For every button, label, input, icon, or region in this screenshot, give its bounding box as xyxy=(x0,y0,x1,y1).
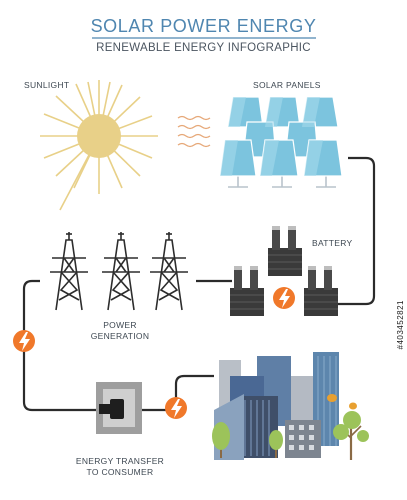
page-title: SOLAR POWER ENERGY xyxy=(90,16,317,36)
label-sunlight: SUNLIGHT xyxy=(24,80,70,90)
label-energy-transfer-line2: TO CONSUMER xyxy=(86,467,154,477)
battery-left xyxy=(230,266,264,316)
label-power-generation-line1: POWER xyxy=(103,320,137,330)
label-power-generation: POWER GENERATION xyxy=(90,320,150,342)
label-energy-transfer: ENERGY TRANSFER TO CONSUMER xyxy=(70,456,170,478)
bolt-icon-battery xyxy=(273,287,295,309)
heat-waves-icon xyxy=(177,115,211,148)
label-battery: BATTERY xyxy=(312,238,353,248)
solar-panels-icon xyxy=(219,96,343,188)
trees-icon xyxy=(212,411,369,460)
power-outlet-icon xyxy=(96,382,142,434)
pylon-1 xyxy=(50,232,88,311)
sun-icon xyxy=(40,80,158,211)
label-energy-transfer-line1: ENERGY TRANSFER xyxy=(75,456,165,466)
wire-panels-battery xyxy=(338,156,376,306)
bolt-icon-consumer xyxy=(165,397,187,419)
birds-icon xyxy=(327,394,357,410)
label-power-generation-line2: GENERATION xyxy=(90,331,150,341)
bolt-icon-grid xyxy=(13,330,35,352)
page-subtitle: RENEWABLE ENERGY INFOGRAPHIC xyxy=(96,42,311,54)
stock-id-watermark: #403452821 xyxy=(396,300,405,350)
pylon-2 xyxy=(102,232,140,311)
battery-bank-icon xyxy=(230,226,338,316)
pylon-3 xyxy=(150,232,188,311)
power-pylons-icon xyxy=(50,232,188,311)
battery-top xyxy=(268,226,302,276)
label-solar-panels: SOLAR PANELS xyxy=(253,80,321,90)
battery-right xyxy=(304,266,338,316)
